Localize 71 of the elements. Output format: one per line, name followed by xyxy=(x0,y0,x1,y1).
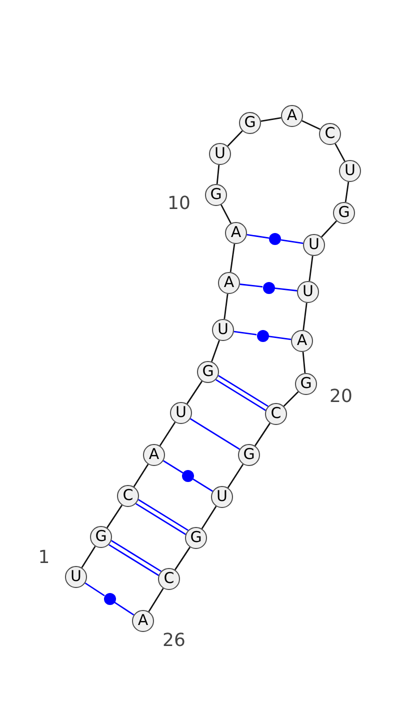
backbone-line xyxy=(159,422,176,446)
base-pair-line xyxy=(84,582,105,596)
backbone-line xyxy=(216,164,220,184)
nucleotide-circle: A xyxy=(281,105,303,127)
base-pair-line xyxy=(163,460,184,474)
base-pair-line xyxy=(268,336,292,340)
position-number: 1 xyxy=(38,548,50,568)
nucleotide-circle: U xyxy=(339,160,361,182)
backbone-line xyxy=(334,143,346,162)
backbone-line xyxy=(81,546,96,568)
base-pair-dot xyxy=(182,470,194,482)
backbone-line xyxy=(227,464,244,488)
base-pair-dot xyxy=(256,330,268,342)
nucleotide-circle: G xyxy=(185,527,207,549)
nucleotide-circle: U xyxy=(212,319,234,341)
nucleotide-circle: U xyxy=(170,402,192,424)
backbone-line xyxy=(186,380,203,404)
base-pair-line xyxy=(280,239,304,244)
nucleotide-circle: A xyxy=(291,330,313,352)
nucleotide-circle: G xyxy=(239,112,261,134)
backbone-line xyxy=(302,352,306,374)
nucleotide-circle: U xyxy=(65,566,87,588)
backbone-line xyxy=(260,117,282,122)
nucleotide-circle: C xyxy=(319,123,341,145)
position-number: 10 xyxy=(168,194,190,214)
backbone-line xyxy=(321,220,337,238)
nucleotide-circle: G xyxy=(295,373,317,395)
position-number: 20 xyxy=(330,387,352,407)
backbone-line xyxy=(220,204,232,224)
base-pair-line xyxy=(114,602,134,616)
nucleotide-circle: A xyxy=(132,610,154,632)
nucleotide-circle: A xyxy=(218,272,240,294)
nucleotide-circle: G xyxy=(197,361,219,383)
nucleotide-circle: G xyxy=(90,526,112,548)
base-pair-line xyxy=(234,330,257,336)
nucleotide-circle: G xyxy=(238,444,260,466)
backbone-line xyxy=(344,182,350,202)
base-pair-line xyxy=(246,234,270,239)
backbone-line xyxy=(133,464,149,488)
backbone-line xyxy=(174,546,191,570)
backbone-line xyxy=(302,120,320,130)
base-pair-line xyxy=(190,418,240,450)
nucleotide-circle: C xyxy=(117,485,139,507)
base-pair-dot xyxy=(269,233,281,245)
nucleotide-circle: A xyxy=(143,444,165,466)
backbone-line xyxy=(224,294,228,320)
backbone-line xyxy=(230,244,236,272)
nucleotide-circle: U xyxy=(209,143,231,165)
nucleotide-circle: C xyxy=(158,568,180,590)
backbone-line xyxy=(227,130,243,147)
base-pair-line xyxy=(192,478,213,492)
backbone-line xyxy=(201,506,217,530)
backbone-line xyxy=(254,422,271,446)
backbone-line xyxy=(148,588,164,612)
nucleotide-circle: G xyxy=(205,184,227,206)
backbone-line xyxy=(308,256,314,282)
nucleotide-circle: U xyxy=(211,486,233,508)
nucleotide-circle: A xyxy=(225,222,247,244)
nucleotide-circle: C xyxy=(265,403,287,425)
nucleotide-circle: U xyxy=(297,281,319,303)
backbone-line xyxy=(283,391,299,407)
base-pair-dot xyxy=(104,593,116,605)
backbone-line xyxy=(211,340,220,362)
nucleotide-circle: U xyxy=(303,234,325,256)
base-pair-line xyxy=(274,287,298,292)
nucleotide-circle: G xyxy=(333,202,355,224)
position-number: 26 xyxy=(162,631,186,651)
backbone-line xyxy=(302,302,308,330)
backbone-line xyxy=(106,504,123,528)
base-pair-line xyxy=(240,284,263,288)
base-pair-dot xyxy=(262,282,274,294)
